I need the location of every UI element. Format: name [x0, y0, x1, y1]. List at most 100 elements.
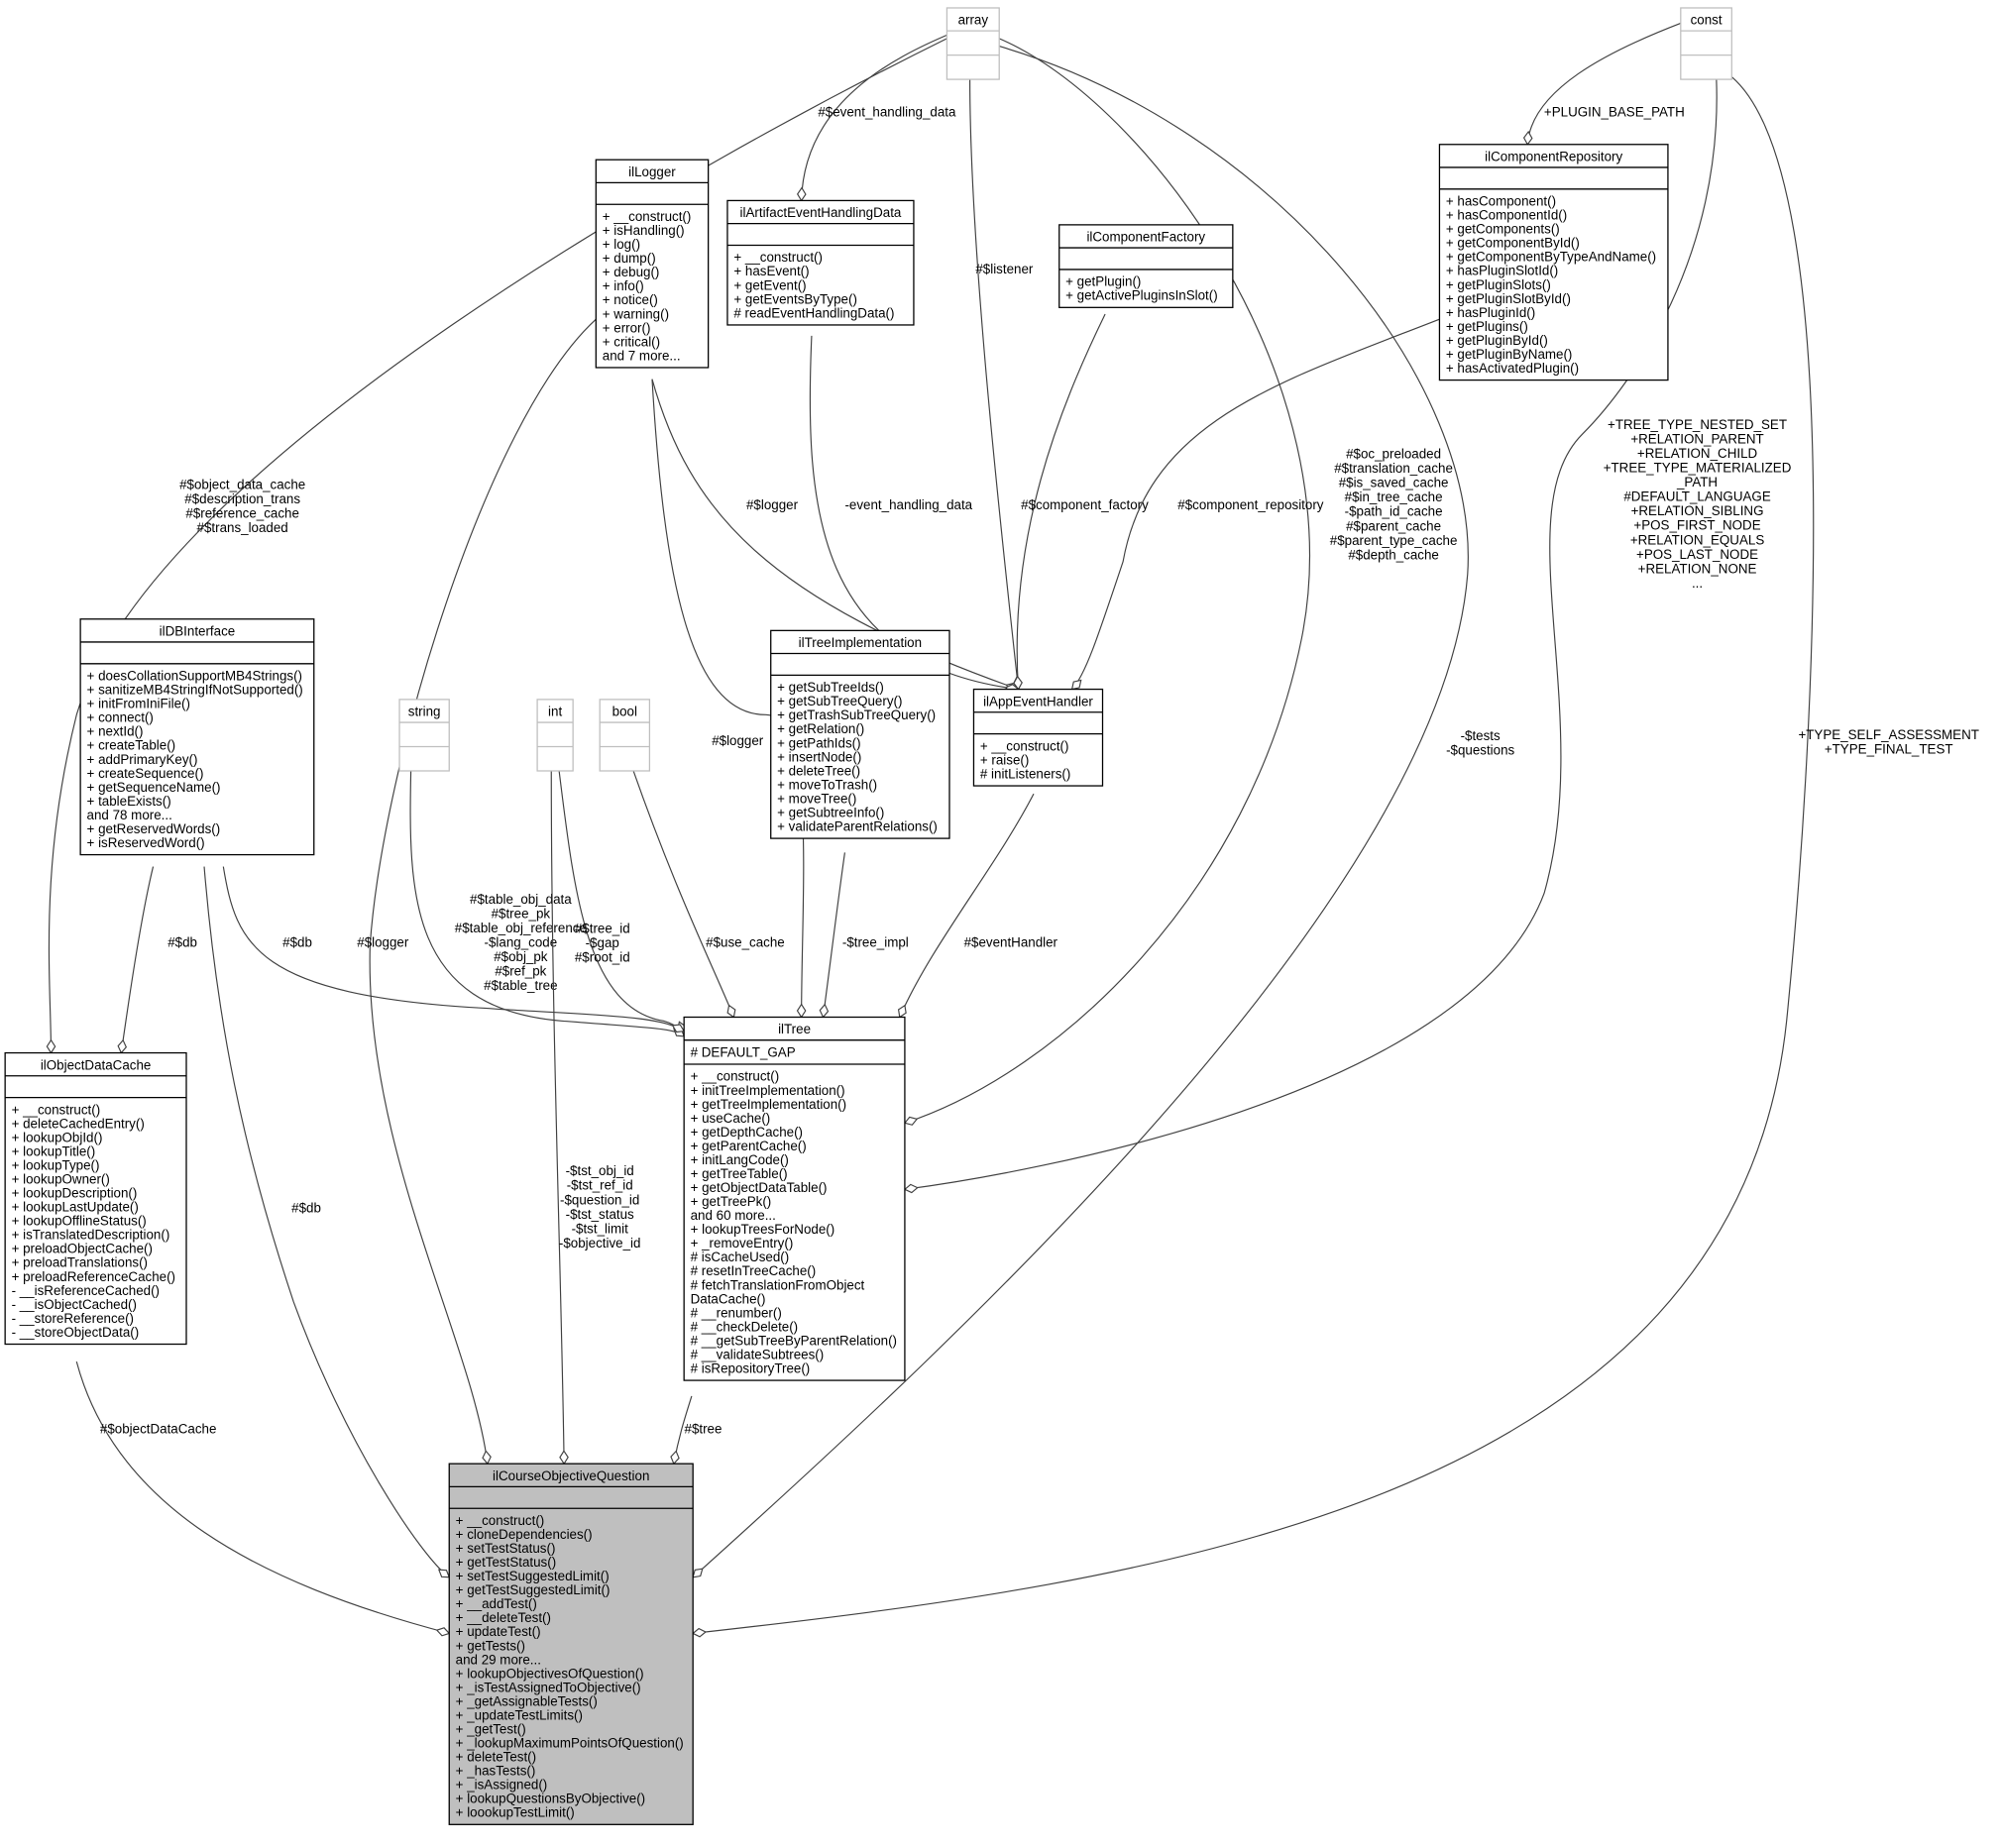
- edge-label: +RELATION_CHILD: [1637, 446, 1758, 461]
- edge-label: #$root_id: [575, 950, 630, 965]
- class-method: + __construct(): [12, 1102, 101, 1117]
- class-il-artifact-event-handling-data[interactable]: ilArtifactEventHandlingData+ __construct…: [726, 199, 915, 326]
- edge-label: #$table_obj_data: [470, 892, 572, 907]
- edge-label: #$ref_pk: [495, 964, 546, 979]
- edge-label: #$reference_cache: [185, 506, 299, 521]
- edge-label: -$tst_status: [566, 1207, 634, 1222]
- class-method: + getSequenceName(): [87, 780, 221, 795]
- edge-label: +POS_FIRST_NODE: [1633, 518, 1760, 533]
- class-method: + getComponents(): [1446, 222, 1560, 237]
- edge-label: #$db: [282, 935, 312, 950]
- edge-label: #$logger: [357, 935, 409, 950]
- class-method: and 7 more...: [603, 348, 681, 363]
- class-method: + notice(): [603, 292, 658, 307]
- edge-line: [558, 769, 685, 1033]
- edge-const-to-il-tree: +TREE_TYPE_NESTED_SET+RELATION_PARENT+RE…: [903, 79, 1792, 1194]
- class-method: + setTestStatus(): [456, 1541, 556, 1556]
- class-box-frame: [448, 1463, 694, 1825]
- class-method: + isTranslatedDescription(): [12, 1228, 170, 1243]
- class-method: + __deleteTest(): [456, 1610, 551, 1625]
- edge-label: #$parent_type_cache: [1330, 533, 1458, 548]
- class-method: + lookupObjId(): [12, 1130, 103, 1144]
- class-il-component-factory[interactable]: ilComponentFactory+ getPlugin()+ getActi…: [1058, 224, 1234, 308]
- class-method: + hasActivatedPlugin(): [1446, 361, 1579, 376]
- class-attribute: # DEFAULT_GAP: [691, 1044, 796, 1059]
- class-name: ilDBInterface: [160, 623, 236, 638]
- class-name: ilComponentFactory: [1086, 230, 1205, 245]
- edge-array-to-il-course-objective-question: -$tests-$questions: [692, 46, 1515, 1578]
- class-method: + getSubTreeIds(): [777, 680, 884, 695]
- class-int[interactable]: int: [536, 699, 574, 772]
- class-method: + getTreePk(): [691, 1194, 772, 1209]
- class-method: + getEventsByType(): [733, 291, 857, 306]
- edge-label: +PLUGIN_BASE_PATH: [1544, 104, 1685, 119]
- class-method: + getTreeTable(): [691, 1166, 788, 1181]
- class-method: + getTrashSubTreeQuery(): [777, 707, 936, 722]
- class-method: + getPlugin(): [1065, 274, 1141, 289]
- class-name: ilAppEventHandler: [983, 694, 1093, 708]
- class-method: + tableExists(): [87, 794, 171, 809]
- class-method: + nextId(): [87, 724, 144, 739]
- class-bool[interactable]: bool: [599, 699, 651, 772]
- class-il-object-data-cache[interactable]: ilObjectDataCache+ __construct()+ delete…: [4, 1051, 187, 1346]
- class-method: + preloadTranslations(): [12, 1255, 148, 1270]
- class-il-tree[interactable]: ilTree# DEFAULT_GAP+ __construct()+ init…: [683, 1016, 906, 1381]
- class-string[interactable]: string: [398, 699, 450, 772]
- class-method: + hasEvent(): [733, 264, 809, 278]
- edge-array-to-il-tree: #$oc_preloaded#$translation_cache#$is_sa…: [903, 38, 1458, 1126]
- edge-label: #$tree_id: [575, 922, 630, 936]
- edge-label: +RELATION_EQUALS: [1630, 532, 1764, 547]
- class-il-course-objective-question[interactable]: ilCourseObjectiveQuestion+ __construct()…: [448, 1463, 694, 1825]
- class-method: + createSequence(): [87, 766, 204, 781]
- class-name: int: [548, 705, 562, 719]
- edge-const-to-il-component-repository: +PLUGIN_BASE_PATH: [1522, 22, 1685, 146]
- edge-int-to-il-course-objective-question: -$tst_obj_id-$tst_ref_id-$question_id-$t…: [550, 769, 641, 1466]
- edge-label: _PATH: [1676, 475, 1718, 489]
- class-method: + getPluginByName(): [1446, 347, 1573, 362]
- class-name: ilTreeImplementation: [799, 635, 922, 650]
- class-method: + dump(): [603, 251, 656, 266]
- edge-label: #$obj_pk: [494, 949, 548, 964]
- class-method: + getReservedWords(): [87, 821, 221, 836]
- class-const[interactable]: const: [1680, 7, 1732, 80]
- edge-label: #$logger: [746, 497, 799, 512]
- class-method: # __renumber(): [691, 1305, 782, 1320]
- aggregation-diamond-icon: [437, 1569, 451, 1578]
- class-method: # resetInTreeCache(): [691, 1263, 817, 1278]
- class-method: and 60 more...: [691, 1208, 776, 1223]
- class-method: + getTests(): [456, 1638, 525, 1653]
- class-method: + getComponentByTypeAndName(): [1446, 250, 1656, 265]
- edge-line: [75, 1361, 450, 1634]
- class-il-app-event-handler[interactable]: ilAppEventHandler+ __construct()+ raise(…: [972, 688, 1104, 787]
- aggregation-diamond-icon: [670, 1450, 680, 1466]
- edge-line: [969, 79, 1020, 690]
- edge-label: -$tst_ref_id: [567, 1178, 633, 1193]
- class-method: # __validateSubtrees(): [691, 1347, 825, 1361]
- class-method: + hasPluginId(): [1446, 305, 1535, 320]
- edge-label: #$eventHandler: [964, 935, 1058, 950]
- edge-bool-to-il-tree: #$use_cache: [632, 769, 785, 1019]
- class-il-logger[interactable]: ilLogger+ __construct()+ isHandling()+ l…: [595, 159, 710, 369]
- class-method: + _getTest(): [456, 1721, 526, 1736]
- edge-il-logger-to-il-tree: #$logger: [651, 379, 807, 1019]
- edge-label: -$objective_id: [559, 1236, 641, 1250]
- class-il-component-repository[interactable]: ilComponentRepository+ hasComponent()+ h…: [1438, 144, 1669, 381]
- class-il-tree-implementation[interactable]: ilTreeImplementation + getSubTreeIds() + g…: [770, 629, 950, 839]
- edge-label: #$table_obj_reference: [455, 921, 587, 935]
- edge-line: [409, 769, 685, 1037]
- class-method: + lookupLastUpdate(): [12, 1200, 139, 1215]
- class-method: + getPluginSlotById(): [1446, 291, 1571, 306]
- aggregation-diamond-icon: [819, 1003, 830, 1019]
- edge-label: -$lang_code: [485, 935, 558, 950]
- class-box-frame: [398, 699, 450, 772]
- class-array[interactable]: array: [945, 7, 1000, 80]
- edge-label: #$oc_preloaded: [1346, 447, 1441, 462]
- class-il-dbinterface[interactable]: ilDBInterface+ doesCollationSupportMB4St…: [79, 618, 315, 856]
- class-method: + __construct(): [733, 250, 823, 265]
- class-method: # initListeners(): [980, 766, 1070, 781]
- class-name: string: [408, 705, 441, 719]
- class-method: + getComponentById(): [1446, 236, 1580, 251]
- edge-line: [48, 38, 947, 1053]
- edge-label: #$description_trans: [184, 491, 300, 506]
- edge-line: [203, 866, 450, 1578]
